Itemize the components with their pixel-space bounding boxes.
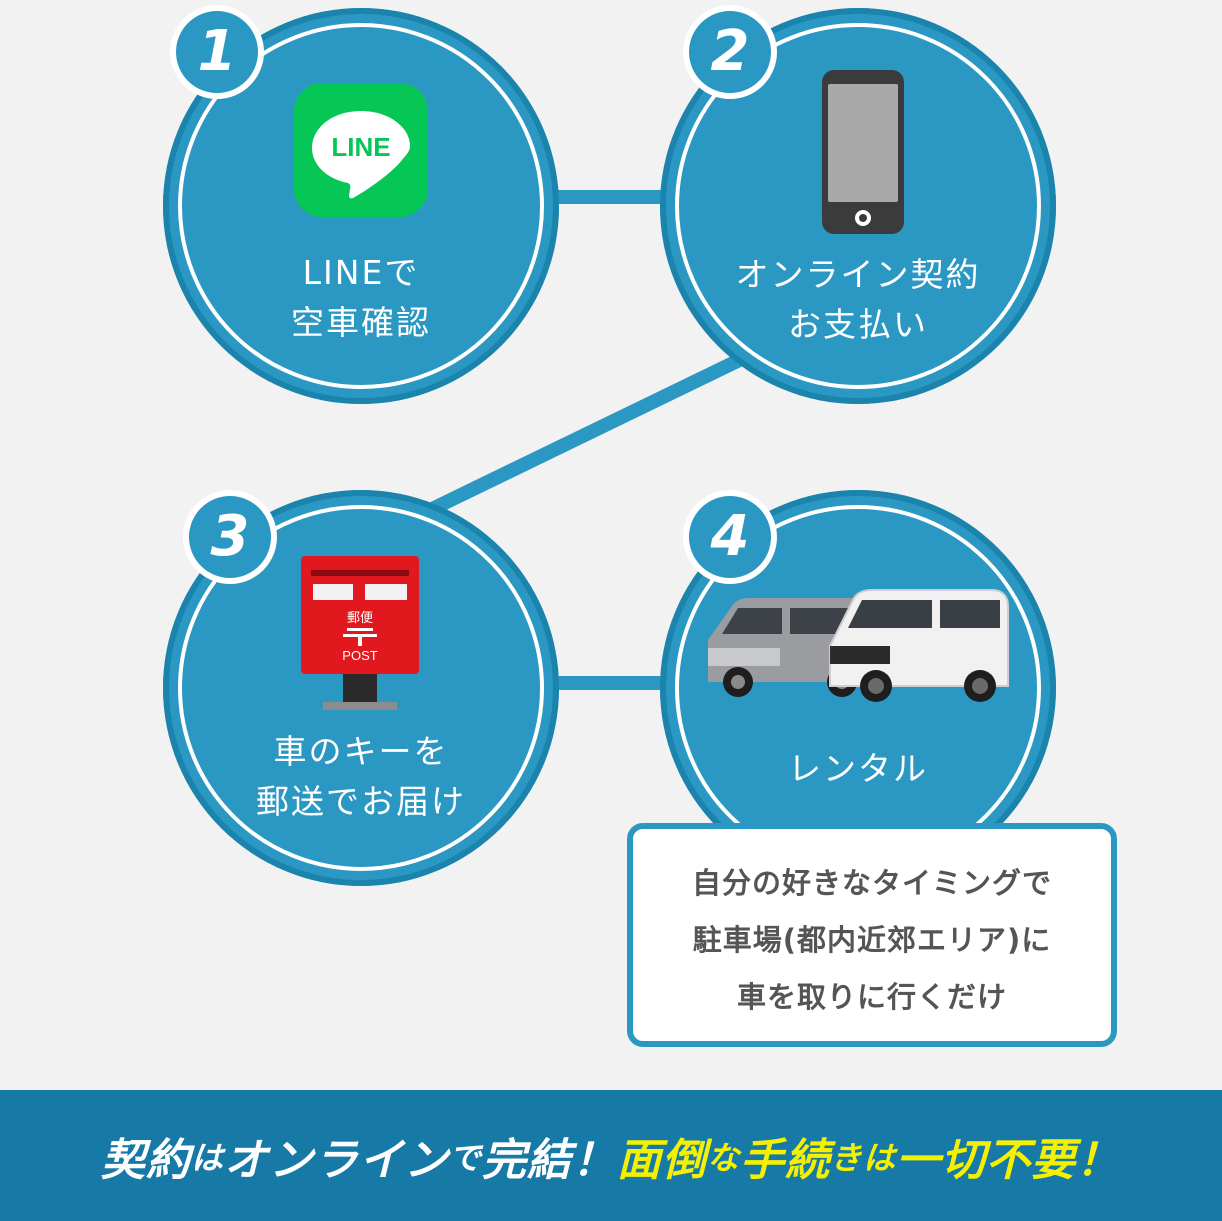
step-ring [675, 23, 1041, 389]
banner-text-de: で [448, 1138, 482, 1177]
step-ring [178, 23, 544, 389]
banner-text-unnecessary: 一切不要！ [896, 1134, 1122, 1186]
banner-text-mendou: 面倒 [616, 1134, 707, 1186]
banner-text-wa: は [190, 1138, 224, 1177]
cars-icon [708, 589, 1009, 702]
step-4-number-badge: 4 [683, 490, 777, 584]
smartphone-icon [822, 70, 904, 234]
step-3-label-line1: 車のキーを [273, 732, 449, 771]
step-1-label-line2: 空車確認 [291, 303, 431, 342]
banner-text-ki: き [830, 1138, 864, 1177]
rental-note-box: 自分の好きなタイミングで 駐車場(都内近郊エリア)に 車を取りに行くだけ [627, 823, 1117, 1047]
note-line-1: 自分の好きなタイミングで [691, 866, 1052, 900]
line-app-icon: LINE [294, 83, 428, 217]
banner-text-complete: 完結！ [481, 1134, 617, 1186]
step-ring [178, 505, 544, 871]
svg-text:LINE: LINE [331, 132, 390, 162]
post-box-icon: 郵便 POST [301, 556, 419, 710]
step-2-number-badge: 2 [683, 5, 777, 99]
bottom-banner: 契約はオンラインで完結！面倒な手続きは一切不要！ [0, 1090, 1222, 1221]
step-2-label-line2: お支払い [788, 305, 928, 344]
step-1-label-line1: LINEで [302, 253, 420, 292]
svg-text:郵便: 郵便 [347, 611, 373, 626]
note-line-2: 駐車場(都内近郊エリア)に [692, 923, 1052, 957]
note-line-3: 車を取りに行くだけ [736, 980, 1007, 1014]
banner-text-online: オンライン [223, 1134, 449, 1186]
svg-text:POST: POST [342, 648, 377, 663]
step-3-number-badge: 3 [183, 490, 277, 584]
step-3-label-line2: 郵送でお届け [256, 782, 466, 821]
step-2-label-line1: オンライン契約 [735, 255, 981, 294]
banner-text-tetsuzuki: 手続 [740, 1134, 830, 1186]
banner-text-na: な [706, 1138, 740, 1177]
step-4-label: レンタル [788, 749, 928, 788]
banner-text-wa2: は [863, 1138, 897, 1177]
banner-text-contract: 契約 [100, 1134, 191, 1186]
step-1-number-badge: 1 [170, 5, 264, 99]
